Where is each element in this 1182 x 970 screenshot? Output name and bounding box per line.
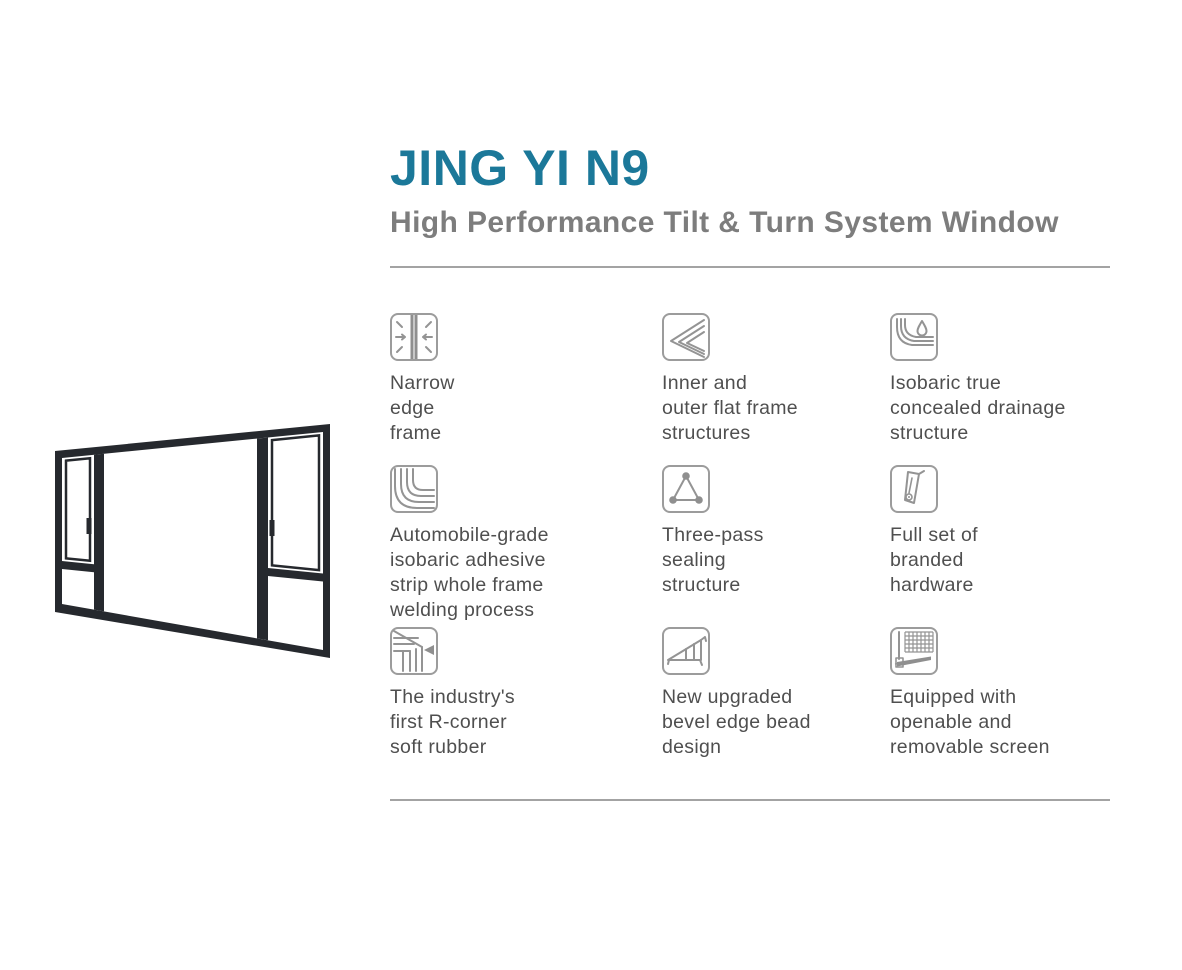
feature-three-pass-sealing: Three-pass sealing structure <box>662 465 912 598</box>
page-title: JING YI N9 <box>390 140 650 196</box>
frame-welding-icon <box>390 465 438 513</box>
window-handle-left <box>86 518 92 534</box>
feature-label: New upgraded bevel edge bead design <box>662 686 811 758</box>
product-image-window <box>52 418 336 660</box>
window-handle-right <box>269 520 275 536</box>
concealed-drainage-icon <box>890 313 938 361</box>
bottom-divider <box>390 799 1110 801</box>
feature-branded-hardware: Full set of branded hardware <box>890 465 1140 598</box>
page-subtitle: High Performance Tilt & Turn System Wind… <box>390 206 1059 239</box>
feature-bevel-edge-bead: New upgraded bevel edge bead design <box>662 627 912 760</box>
feature-label: The industry's first R-corner soft rubbe… <box>390 686 515 758</box>
feature-concealed-drainage: Isobaric true concealed drainage structu… <box>890 313 1140 446</box>
feature-label: Full set of branded hardware <box>890 524 978 596</box>
feature-label: Narrow edge frame <box>390 372 455 444</box>
branded-hardware-icon <box>890 465 938 513</box>
tilt-turn-window-illustration <box>55 424 330 658</box>
feature-flat-frame-structures: Inner and outer flat frame structures <box>662 313 912 446</box>
removable-screen-icon <box>890 627 938 675</box>
feature-frame-welding: Automobile-grade isobaric adhesive strip… <box>390 465 640 623</box>
flat-frame-structures-icon <box>662 313 710 361</box>
feature-removable-screen: Equipped with openable and removable scr… <box>890 627 1140 760</box>
feature-narrow-edge-frame: Narrow edge frame <box>390 313 640 446</box>
bevel-edge-bead-icon <box>662 627 710 675</box>
feature-label: Inner and outer flat frame structures <box>662 372 798 444</box>
r-corner-soft-rubber-icon <box>390 627 438 675</box>
feature-label: Isobaric true concealed drainage structu… <box>890 372 1066 444</box>
feature-label: Equipped with openable and removable scr… <box>890 686 1050 758</box>
feature-r-corner-soft-rubber: The industry's first R-corner soft rubbe… <box>390 627 640 760</box>
narrow-edge-frame-icon <box>390 313 438 361</box>
top-divider <box>390 266 1110 268</box>
three-pass-sealing-icon <box>662 465 710 513</box>
feature-label: Three-pass sealing structure <box>662 524 764 596</box>
feature-label: Automobile-grade isobaric adhesive strip… <box>390 524 549 621</box>
